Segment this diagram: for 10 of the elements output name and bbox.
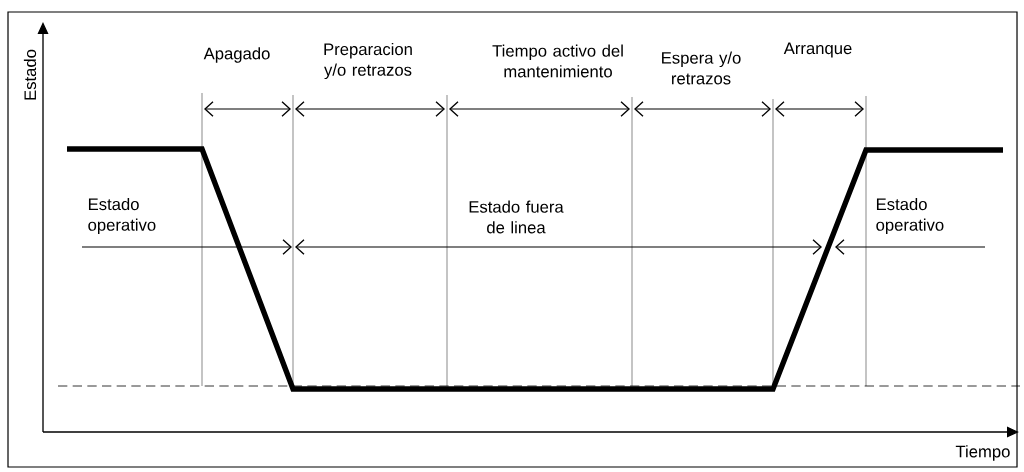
phase-label: Tiempo activo del mantenimiento [492,44,623,78]
phase-label: Apagado [203,47,270,63]
state-label: Estado fuera de linea [469,200,564,234]
axis-label: Estado [23,49,37,100]
state-label: Estado operativo [876,197,944,235]
phase-label: Arranque [783,42,852,58]
phase-label: Preparacion y/o retrazos [324,42,412,80]
axis-label: Tiempo [955,445,1010,461]
state-label: Estado operativo [88,197,156,235]
phase-label: Espera y/o retrazos [662,51,741,85]
